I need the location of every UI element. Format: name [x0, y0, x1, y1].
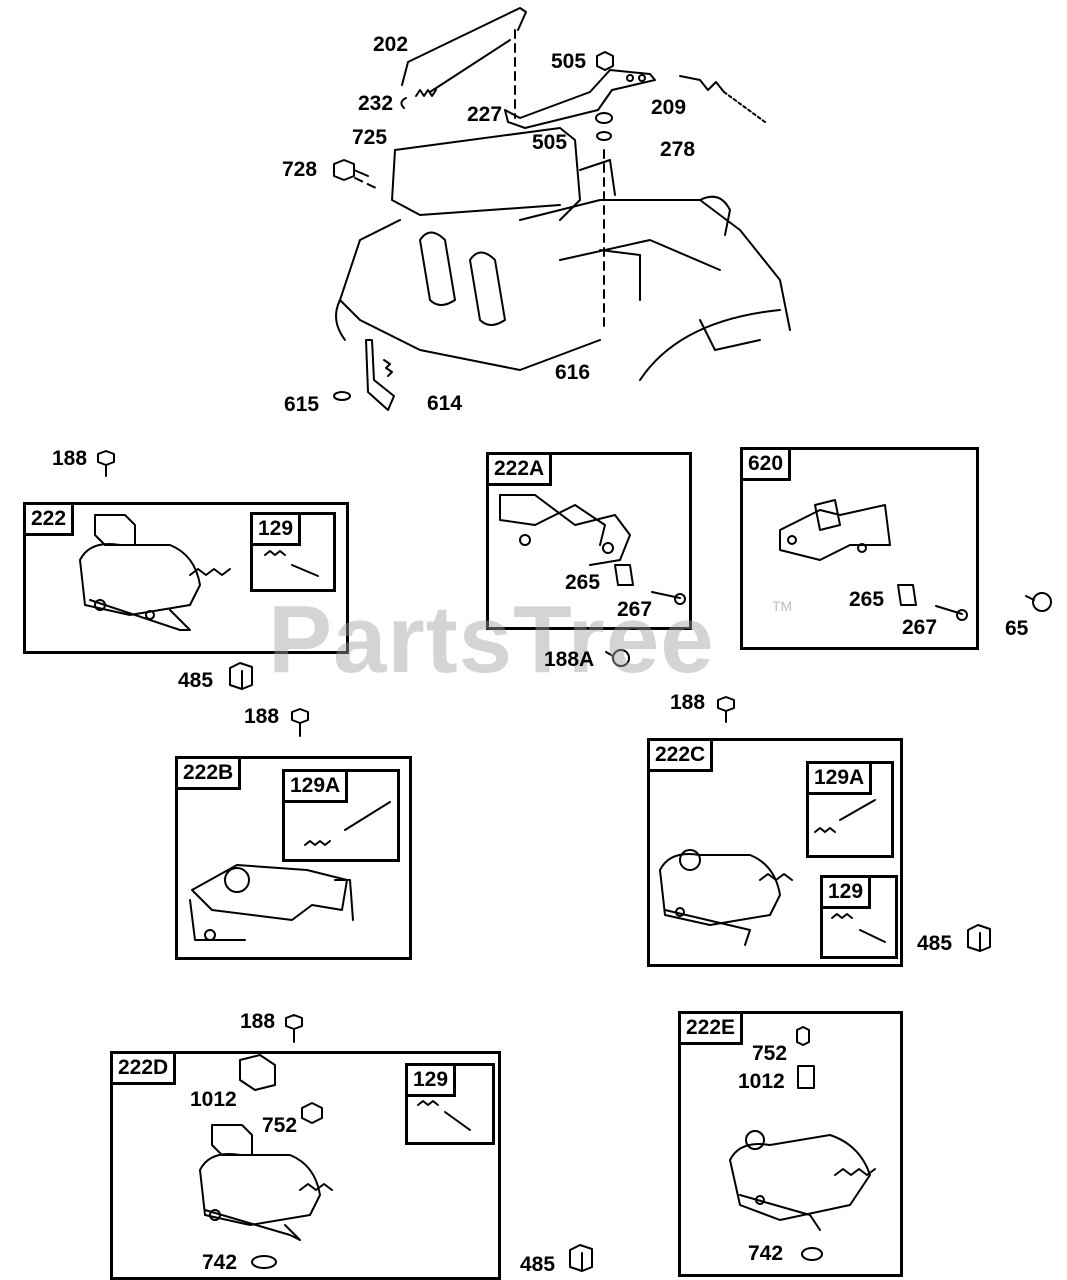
washer-505-278: [595, 112, 613, 141]
callout-265-b: 265: [849, 588, 885, 611]
box-222D-label: 222D: [110, 1051, 177, 1085]
nut-485-c: [569, 1244, 593, 1272]
box-222D: 222D 129: [110, 1051, 501, 1280]
nut-485-a: [229, 662, 253, 690]
nut-505-top: [596, 51, 614, 71]
box-129A-a: 129A: [282, 769, 400, 862]
bolt-188A: [605, 649, 630, 667]
bracket-222B: [189, 864, 354, 941]
spring-screw-129-c: [417, 1100, 471, 1131]
control-bracket-222C: [659, 849, 793, 946]
box-129-b: 129: [820, 875, 898, 959]
clip-265-a: [614, 564, 634, 586]
callout-202: 202: [373, 33, 409, 56]
bracket-620: [779, 499, 891, 561]
bracket-222A: [499, 494, 631, 566]
box-129-b-label: 129: [820, 875, 872, 909]
callout-278: 278: [660, 138, 696, 161]
spring-screw-129-b: [831, 913, 886, 943]
callout-1012-b: 1012: [738, 1070, 785, 1093]
box-620-label: 620: [740, 447, 792, 481]
box-222: 222 129: [23, 502, 349, 654]
cable-209: [679, 75, 766, 123]
box-129A-b: 129A: [806, 761, 894, 858]
callout-485-a: 485: [178, 669, 214, 692]
callout-752-b: 752: [752, 1042, 788, 1065]
clip-265-b: [897, 584, 917, 606]
spring-screw-129-a: [264, 550, 319, 577]
box-129-c: 129: [405, 1063, 495, 1145]
washer-742-b: [801, 1247, 823, 1261]
box-129A-a-label: 129A: [282, 769, 349, 803]
callout-209: 209: [651, 96, 687, 119]
box-129-a: 129: [250, 512, 336, 592]
callout-742-a: 742: [202, 1251, 238, 1274]
box-129-a-label: 129: [250, 512, 302, 546]
callout-188-c: 188: [670, 691, 706, 714]
callout-505-top: 505: [551, 50, 587, 73]
callout-188-d: 188: [240, 1010, 276, 1033]
washer-615: [333, 391, 351, 401]
callout-728: 728: [282, 158, 318, 181]
control-bracket-222: [79, 514, 231, 631]
callout-1012-a: 1012: [190, 1088, 237, 1111]
trademark-mark: TM: [772, 598, 793, 614]
engine-block-outline-616: [335, 127, 791, 381]
box-222E: 222E: [678, 1011, 903, 1277]
callout-485-c: 485: [520, 1253, 556, 1276]
dashed-guide-line: [354, 29, 605, 331]
stop-1012-a: [239, 1054, 276, 1091]
callout-505-bottom: 505: [532, 131, 568, 154]
callout-725: 725: [352, 126, 388, 149]
box-620: 620: [740, 447, 979, 650]
screw-267-b: [935, 605, 968, 621]
nut-485-b: [967, 924, 991, 952]
callout-65: 65: [1005, 617, 1029, 640]
bolt-65: [1025, 592, 1052, 612]
box-222B: 222B 129A: [175, 756, 412, 960]
box-222C: 222C 129A 129: [647, 738, 903, 967]
callout-267-b: 267: [902, 616, 938, 639]
control-bracket-222E: [729, 1130, 876, 1231]
box-222E-label: 222E: [678, 1011, 744, 1045]
box-222A-label: 222A: [486, 452, 553, 486]
callout-188A: 188A: [544, 648, 595, 671]
governor-spring-232: [400, 89, 437, 109]
callout-742-b: 742: [748, 1242, 784, 1265]
governor-link-rod-202: [401, 7, 527, 93]
bolt-188-a: [97, 450, 115, 477]
stop-1012-b: [797, 1065, 815, 1089]
bolt-188-d: [285, 1014, 303, 1043]
spring-screw-129A-b: [814, 799, 876, 833]
box-222-label: 222: [23, 502, 75, 536]
box-129A-b-label: 129A: [806, 761, 873, 795]
box-222A: 222A: [486, 452, 692, 630]
screw-752-a: [301, 1102, 323, 1124]
control-bracket-222D: [199, 1124, 333, 1241]
screw-267-a: [651, 591, 686, 605]
box-222B-label: 222B: [175, 756, 242, 790]
bolt-188-c: [717, 696, 735, 723]
washer-742-a: [251, 1255, 277, 1269]
callout-227: 227: [467, 103, 503, 126]
bolt-188-b: [291, 708, 309, 737]
callout-752-a: 752: [262, 1114, 298, 1137]
box-222C-label: 222C: [647, 738, 714, 772]
callout-616: 616: [555, 361, 591, 384]
governor-shaft-614: [365, 339, 395, 411]
callout-232: 232: [358, 92, 394, 115]
spring-screw-129A-a: [304, 801, 391, 846]
screw-728: [333, 159, 369, 181]
governor-lever-227: [504, 69, 656, 129]
callout-614: 614: [427, 392, 463, 415]
screw-752-b: [796, 1026, 810, 1046]
callout-265-a: 265: [565, 571, 601, 594]
callout-267-a: 267: [617, 598, 653, 621]
callout-615: 615: [284, 393, 320, 416]
callout-188-a: 188: [52, 447, 88, 470]
callout-188-b: 188: [244, 705, 280, 728]
box-129-c-label: 129: [405, 1063, 457, 1097]
callout-485-b: 485: [917, 932, 953, 955]
